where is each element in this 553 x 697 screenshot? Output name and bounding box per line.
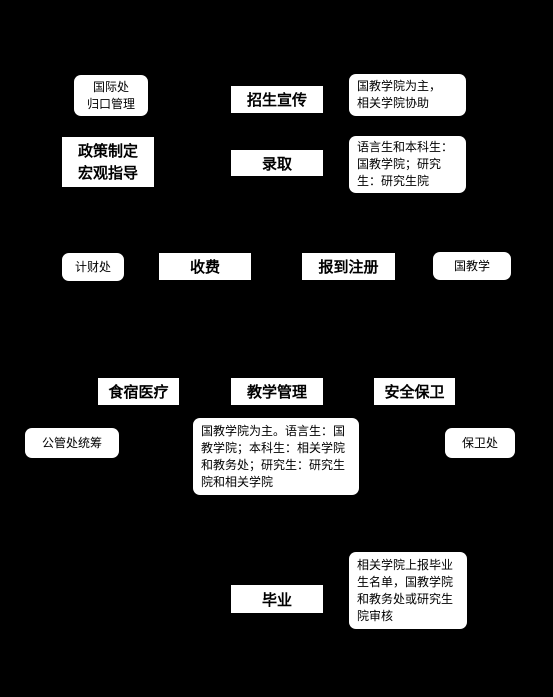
stage-registration: 报到注册 (302, 253, 395, 280)
note-registration-resp: 国教学 (433, 252, 511, 280)
stage-policy: 政策制定 宏观指导 (62, 137, 154, 187)
stage-housing: 食宿医疗 (98, 378, 179, 405)
note-intl-office: 国际处 归口管理 (74, 75, 148, 116)
stage-teaching: 教学管理 (231, 378, 323, 405)
stage-fees: 收费 (159, 253, 251, 280)
note-admission-resp: 语言生和本科生：国教学院；研究生：研究生院 (349, 136, 466, 193)
note-security-resp: 保卫处 (445, 428, 515, 458)
note-finance: 计财处 (62, 253, 124, 281)
stage-recruit: 招生宣传 (231, 86, 323, 113)
stage-safety: 安全保卫 (374, 378, 455, 405)
note-housing-resp: 公管处统筹 (25, 428, 119, 458)
note-graduation-resp: 相关学院上报毕业生名单，国教学院和教务处或研究生院审核 (349, 552, 467, 629)
stage-admission: 录取 (231, 150, 323, 176)
note-recruit-resp: 国教学院为主， 相关学院协助 (349, 74, 466, 116)
note-teaching-resp: 国教学院为主。语言生：国教学院；本科生：相关学院和教务处；研究生：研究生院和相关… (193, 418, 359, 495)
stage-graduation: 毕业 (231, 585, 323, 613)
